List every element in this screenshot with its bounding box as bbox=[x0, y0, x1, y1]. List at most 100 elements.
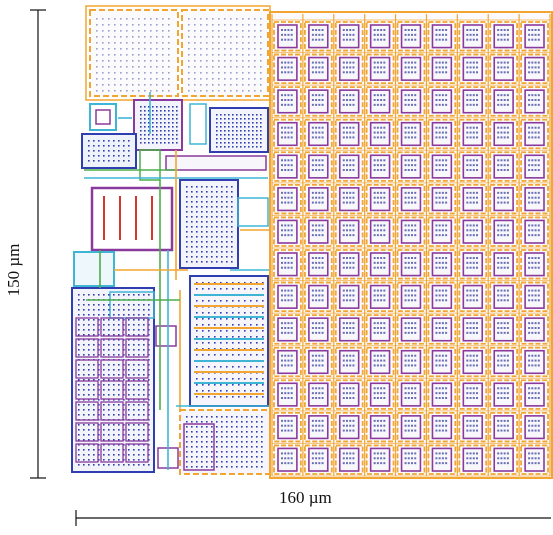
via-dot bbox=[497, 354, 500, 357]
via-dot bbox=[108, 78, 110, 80]
via-dot bbox=[349, 33, 352, 36]
via-dot bbox=[138, 409, 140, 411]
via-dot bbox=[164, 118, 166, 120]
via-dot bbox=[216, 118, 218, 120]
via-dot bbox=[466, 159, 469, 162]
via-dot bbox=[311, 29, 314, 31]
via-dot bbox=[256, 456, 258, 458]
via-dot bbox=[196, 366, 198, 368]
sub-cell bbox=[75, 359, 99, 379]
pixel-core bbox=[462, 382, 484, 407]
io-block bbox=[73, 251, 115, 287]
via-dot bbox=[466, 99, 469, 101]
via-dot bbox=[290, 327, 293, 329]
via-dot bbox=[315, 169, 318, 171]
via-dot bbox=[321, 387, 324, 390]
via-dot bbox=[383, 397, 386, 399]
via-dot bbox=[290, 131, 293, 134]
via-dot bbox=[376, 71, 379, 74]
via-dot bbox=[98, 309, 100, 311]
via-dot bbox=[231, 231, 233, 233]
via-dot bbox=[445, 322, 448, 325]
pixel-core bbox=[493, 56, 514, 81]
via-dot bbox=[156, 30, 158, 32]
via-dot bbox=[241, 451, 243, 453]
via-dot bbox=[176, 118, 178, 120]
via-dot bbox=[226, 256, 228, 258]
via-dot bbox=[226, 461, 228, 463]
via-dot bbox=[238, 282, 240, 284]
via-dot bbox=[140, 142, 142, 144]
pixel-core bbox=[277, 252, 298, 277]
via-dot bbox=[472, 397, 475, 399]
via-dot bbox=[256, 348, 258, 350]
via-dot bbox=[476, 66, 478, 69]
via-dot bbox=[191, 421, 193, 423]
via-dot bbox=[438, 331, 441, 334]
via-dot bbox=[435, 462, 438, 465]
via-dot bbox=[133, 439, 135, 441]
via-dot bbox=[260, 126, 262, 128]
via-dot bbox=[236, 114, 238, 116]
pixel-core bbox=[462, 24, 484, 49]
via-dot bbox=[506, 33, 509, 36]
via-dot bbox=[531, 66, 534, 69]
via-dot bbox=[236, 48, 238, 50]
via-dot bbox=[118, 434, 120, 436]
via-dot bbox=[315, 424, 318, 427]
via-dot bbox=[472, 66, 475, 69]
via-dot bbox=[321, 299, 324, 302]
via-dot bbox=[466, 201, 469, 204]
via-dot bbox=[438, 261, 441, 264]
via-dot bbox=[186, 226, 188, 228]
via-dot bbox=[321, 462, 324, 465]
via-dot bbox=[287, 331, 290, 334]
via-dot bbox=[404, 38, 407, 41]
via-dot bbox=[98, 319, 100, 321]
via-dot bbox=[98, 434, 100, 436]
via-dot bbox=[476, 299, 478, 302]
via-dot bbox=[160, 106, 162, 108]
via-dot bbox=[211, 226, 213, 228]
via-dot bbox=[231, 211, 233, 213]
via-dot bbox=[352, 191, 355, 194]
via-dot bbox=[346, 266, 348, 269]
via-dot bbox=[441, 424, 444, 427]
via-dot bbox=[497, 196, 500, 199]
via-dot bbox=[148, 464, 150, 466]
via-dot bbox=[411, 103, 413, 106]
via-dot bbox=[537, 354, 540, 357]
pixel-core bbox=[524, 187, 545, 212]
via-dot bbox=[93, 364, 95, 366]
via-dot bbox=[143, 369, 145, 371]
via-dot bbox=[144, 66, 146, 68]
via-dot bbox=[244, 324, 246, 326]
via-dot bbox=[211, 246, 213, 248]
via-dot bbox=[287, 359, 290, 362]
via-dot bbox=[500, 164, 503, 167]
pixel-core bbox=[277, 219, 298, 244]
via-dot bbox=[476, 327, 478, 329]
via-dot bbox=[290, 159, 293, 162]
via-dot bbox=[352, 429, 355, 432]
via-dot bbox=[438, 266, 441, 269]
via-dot bbox=[201, 236, 203, 238]
via-dot bbox=[196, 384, 198, 386]
pixel-core bbox=[462, 415, 484, 440]
via-dot bbox=[476, 364, 478, 367]
via-dot bbox=[469, 364, 472, 367]
via-dot bbox=[103, 369, 105, 371]
via-dot bbox=[441, 71, 444, 74]
via-dot bbox=[445, 354, 448, 357]
via-dot bbox=[218, 36, 220, 38]
via-dot bbox=[256, 390, 258, 392]
via-dot bbox=[352, 354, 355, 357]
via-dot bbox=[188, 54, 190, 56]
via-dot bbox=[315, 71, 318, 74]
via-dot bbox=[212, 60, 214, 62]
via-dot bbox=[287, 294, 290, 297]
via-dot bbox=[380, 224, 383, 227]
via-dot bbox=[162, 66, 164, 68]
via-dot bbox=[506, 359, 509, 362]
via-dot bbox=[226, 300, 228, 302]
